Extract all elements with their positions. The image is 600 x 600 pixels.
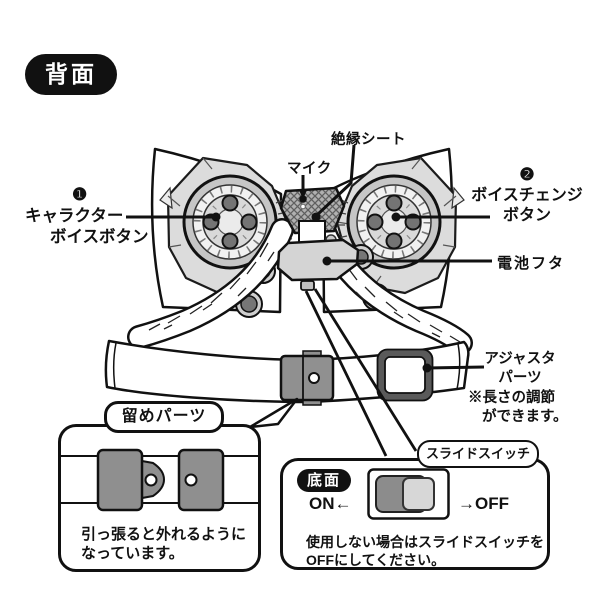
bottom-view-note: 使用しない場合はスライドスイッチを OFFにしてください。 <box>306 534 544 570</box>
char-voice-number: ❶ <box>72 185 88 204</box>
voice-change-number: ❷ <box>519 165 535 184</box>
voice-change-line1: ボイスチェンジ <box>471 186 583 204</box>
adjuster-graphic <box>376 348 434 402</box>
slide-switch-label: スライドスイッチ <box>417 440 539 468</box>
bottom-view-note-line1: 使用しない場合はスライドスイッチを <box>306 534 544 550</box>
voice-change-line2: ボタン <box>502 207 551 225</box>
adjuster-parts-label: アジャスタ パーツ <box>455 350 585 387</box>
fastener-note-line2: なっています。 <box>81 545 184 563</box>
voice-change-button-graphic <box>346 174 442 270</box>
bottom-view-note-line2: OFFにしてください。 <box>306 551 446 568</box>
adjuster-note-line2: ができます。 <box>482 408 568 425</box>
character-voice-button-label: ❶ キャラクター ボイスボタン <box>18 184 149 248</box>
bottom-view-box: 底面 ON← →OFF 使用しない場合はスライドスイッチを OFFにしてください… <box>280 458 550 570</box>
char-voice-line2: ボイスボタン <box>50 227 149 246</box>
adjuster-line2: パーツ <box>498 369 542 386</box>
bottom-view-cone-lines <box>304 288 418 457</box>
slide-switch-illustration <box>367 468 450 520</box>
fastener-note: 引っ張ると外れるように なっています。 <box>81 525 246 563</box>
voice-change-button-label: ❷ ボイスチェンジ ボタン <box>452 164 600 227</box>
fastener-clasp-illustration <box>61 448 258 512</box>
insulation-sheet-label: 絶縁シート <box>331 132 406 148</box>
belt-clasp-graphic <box>279 350 335 406</box>
fastener-note-line1: 引っ張ると外れるように <box>81 526 247 543</box>
fastener-parts-box: 引っ張ると外れるように なっています。 <box>58 424 261 572</box>
adjuster-line1: アジャスタ <box>484 351 556 367</box>
leader-lines <box>126 144 492 373</box>
char-voice-line1: キャラクター <box>25 206 124 225</box>
character-voice-button-graphic <box>182 174 278 270</box>
adjuster-note: ※長さの調節 ができます。 <box>468 389 568 426</box>
mic-cover-graphic <box>279 186 346 235</box>
mic-label: マイク <box>287 161 332 177</box>
on-label: ON← <box>309 494 352 513</box>
off-label: →OFF <box>458 494 509 513</box>
adjuster-note-line1: ※長さの調節 <box>468 390 555 406</box>
fastener-parts-title: 留めパーツ <box>104 401 224 433</box>
bottom-view-badge: 底面 <box>297 469 351 492</box>
back-view-badge: 背面 <box>25 54 117 95</box>
battery-cover-label: 電池フタ <box>497 255 566 272</box>
insulation-sheet-graphic <box>298 220 326 244</box>
battery-cover-graphic <box>276 234 360 291</box>
